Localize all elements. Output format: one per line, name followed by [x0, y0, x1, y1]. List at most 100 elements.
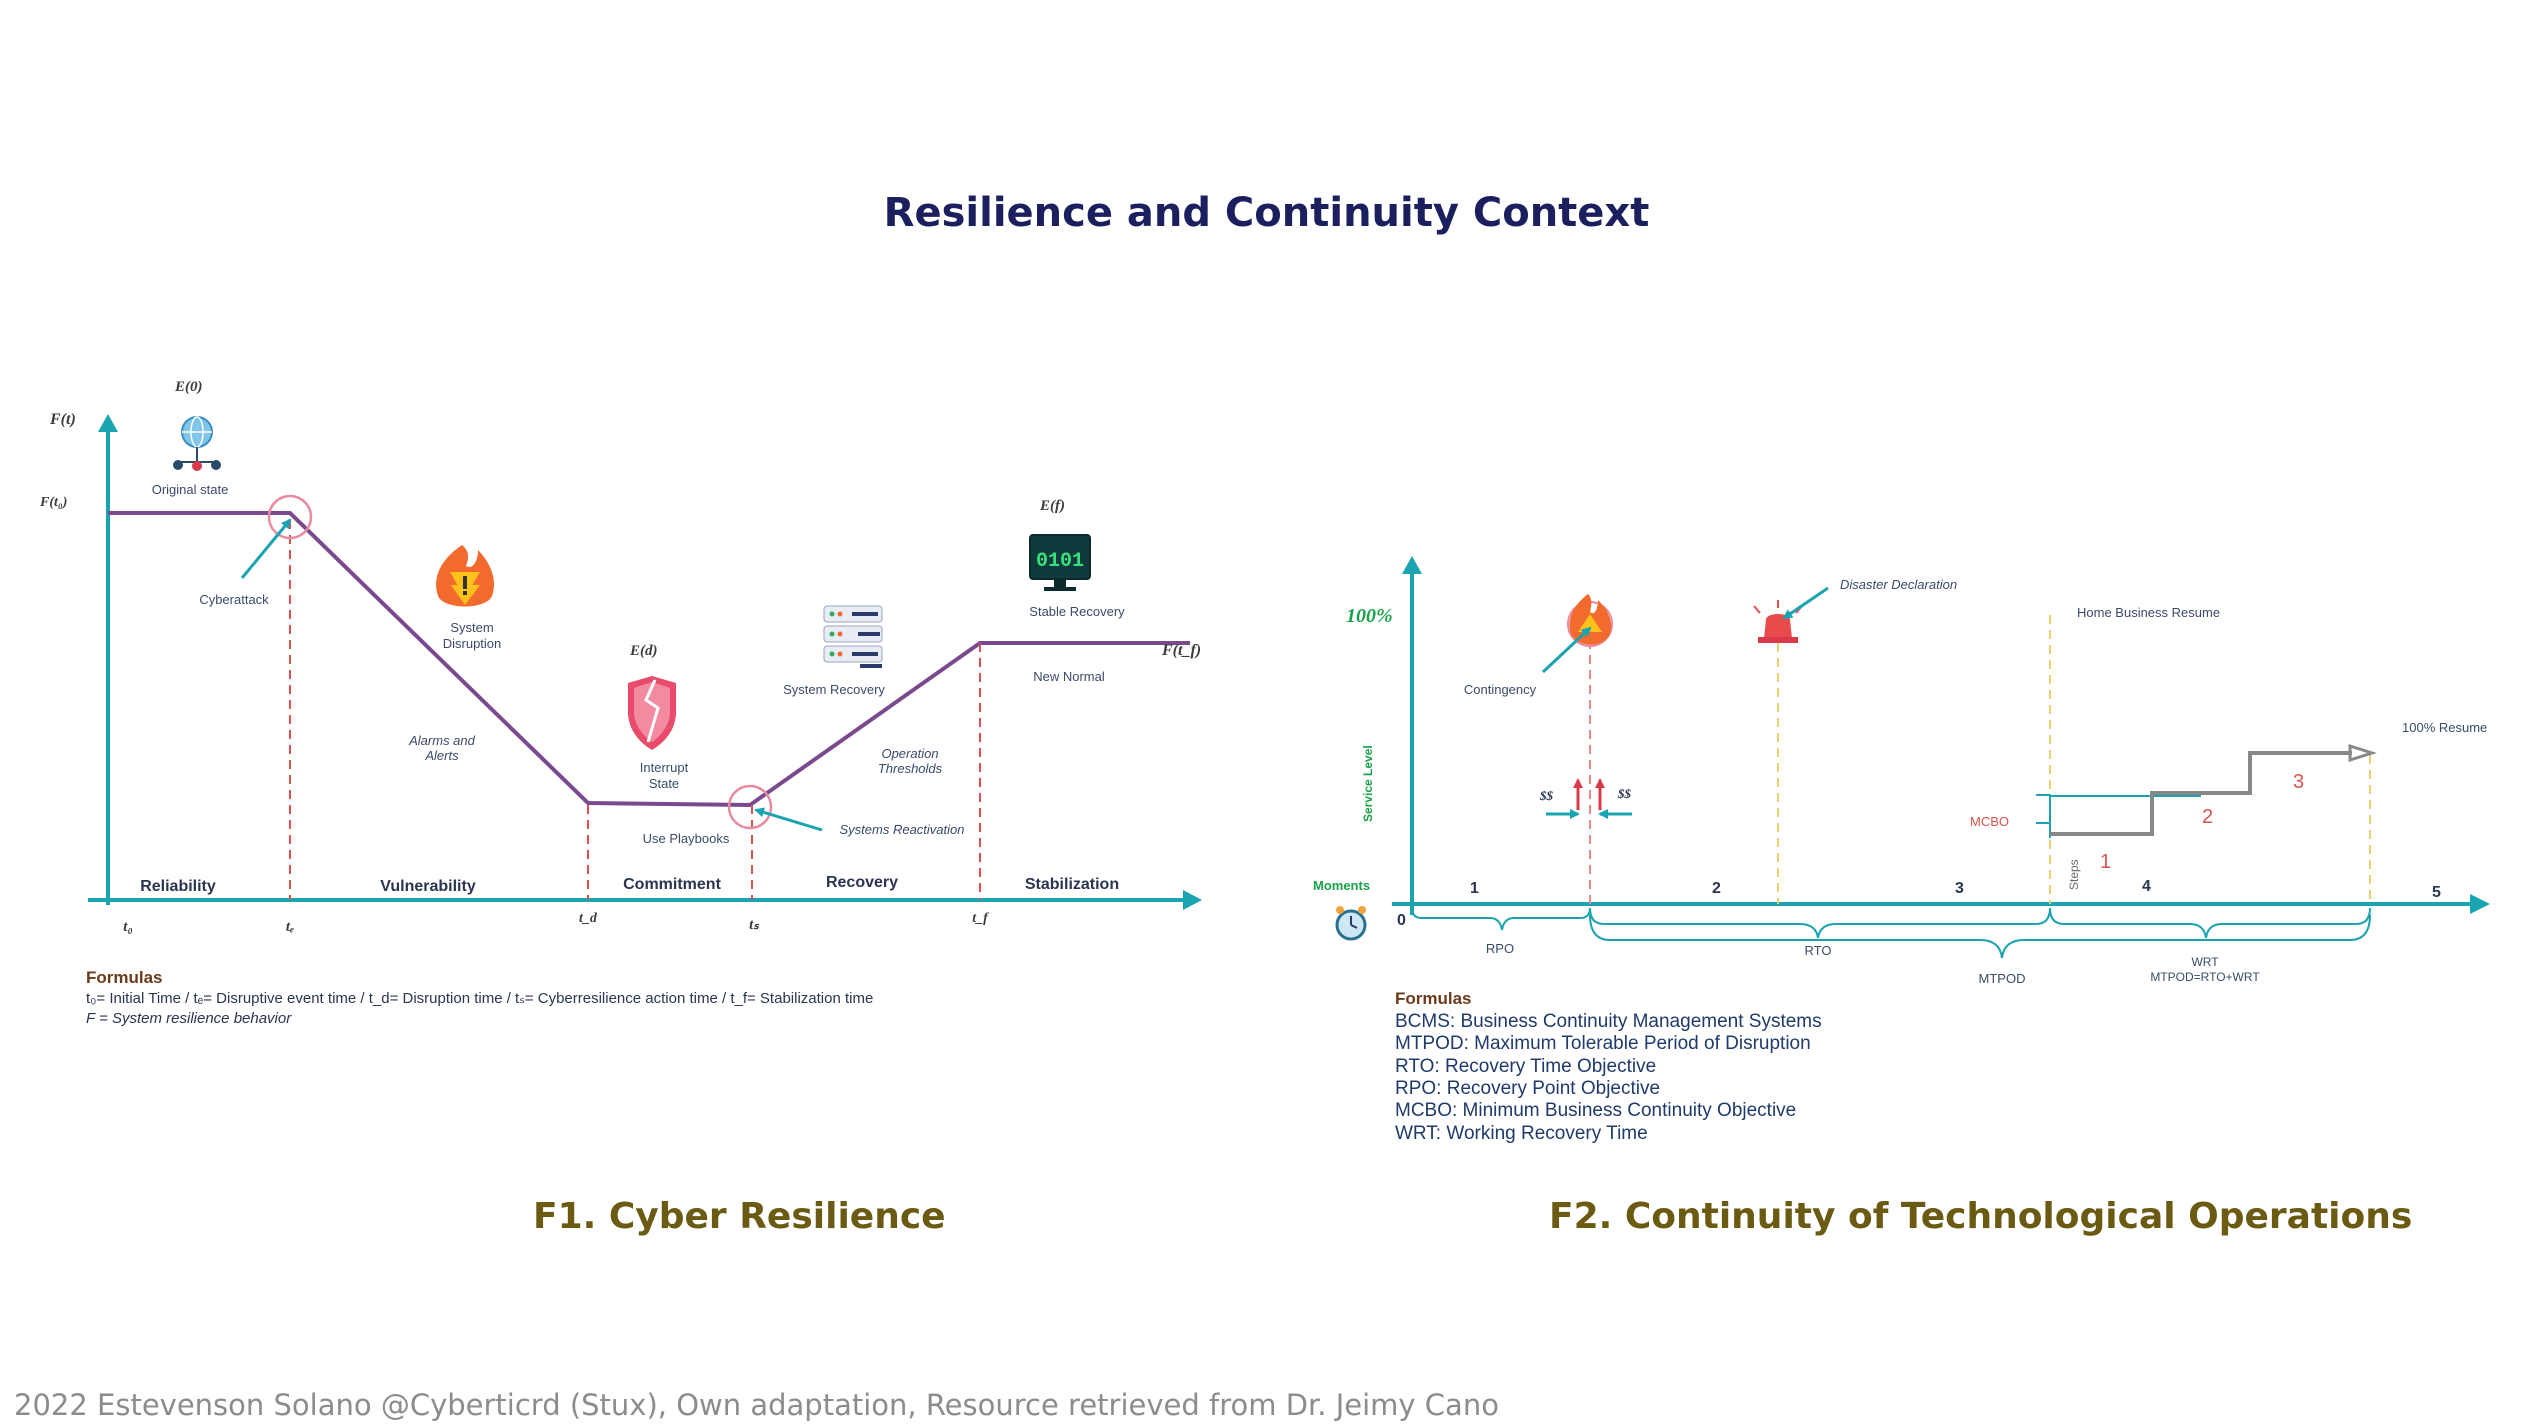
- f2-rto-brace: [1589, 907, 2051, 939]
- broken-shield-icon: [628, 676, 676, 750]
- f1-tick-td: t_d: [579, 911, 598, 926]
- f1-resilience-curve: [108, 511, 1190, 808]
- f1-stable-recovery-label: Stable Recovery: [1029, 604, 1125, 619]
- f2-x-axis-arrow-icon: [2470, 894, 2490, 914]
- f1-caption: F1. Cyber Resilience: [533, 1196, 946, 1237]
- f2-formula-rto: RTO: Recovery Time Objective: [1395, 1056, 1656, 1077]
- f2-moment-5: 5: [2432, 884, 2441, 901]
- f2-wrt-label: WRT: [2191, 955, 2219, 969]
- f2-y-axis-arrow-icon: [1402, 556, 1422, 574]
- f2-wrt-formula-label: MTPOD=RTO+WRT: [2150, 970, 2260, 984]
- credit-footer: 2022 Estevenson Solano @Cyberticrd (Stux…: [14, 1388, 1499, 1422]
- f1-use-playbooks-label: Use Playbooks: [643, 831, 730, 846]
- f1-segment-reliability: Reliability: [140, 878, 216, 895]
- f1-interrupt-state-line1: Interrupt: [640, 760, 689, 775]
- f2-contingency-arrow-icon: [1541, 626, 1592, 674]
- f1-cyberattack-arrow-icon: [240, 518, 292, 579]
- page-title: Resilience and Continuity Context: [883, 190, 1650, 236]
- f1-tick-ts: tₛ: [749, 917, 760, 933]
- f1-cyber-resilience-diagram: F(t) F(t₀) F(t_f) E(0) E(d) E(f): [39, 379, 1202, 1027]
- f2-100-percent-label: 100%: [1346, 605, 1393, 627]
- f2-service-level-label: Service Level: [1361, 745, 1375, 822]
- f1-e0-label: E(0): [174, 379, 203, 395]
- f1-segment-commitment: Commitment: [623, 876, 721, 893]
- globe-network-icon: [173, 416, 221, 471]
- f2-resume-steps: [2050, 751, 2352, 836]
- f1-systems-reactivation-label: Systems Reactivation: [840, 822, 965, 837]
- f1-y-axis-arrow-icon: [98, 414, 118, 432]
- f2-mcbo-label: MCBO: [1970, 814, 2009, 829]
- f2-disaster-arrow-icon: [1782, 586, 1829, 620]
- f2-moment-3: 3: [1955, 880, 1964, 897]
- alarm-siren-icon: [1753, 600, 1803, 643]
- f1-original-state-label: Original state: [152, 482, 229, 497]
- f1-cyberattack-label: Cyberattack: [199, 592, 269, 607]
- f1-segment-recovery: Recovery: [826, 874, 898, 891]
- f1-ed-label: E(d): [629, 643, 658, 659]
- f1-x-axis-arrow-icon: [1183, 890, 1202, 910]
- f1-tick-te: tₑ: [286, 919, 294, 935]
- f1-system-recovery-label: System Recovery: [783, 682, 885, 697]
- f2-continuity-diagram: 100% Service Level Moments 0 Contingency…: [1313, 556, 2490, 1144]
- f1-interrupt-state-line2: State: [649, 776, 679, 791]
- f1-system-disruption-line2: Disruption: [443, 636, 502, 651]
- f1-formula-line1: t₀= Initial Time / tₑ= Disruptive event …: [86, 990, 873, 1007]
- f1-alarms-line1: Alarms and: [408, 733, 476, 748]
- f1-operation-thresholds-line1: Operation: [881, 746, 938, 761]
- f1-segment-vulnerability: Vulnerability: [380, 878, 476, 895]
- f2-money-right: $$: [1617, 786, 1632, 801]
- server-rack-icon: [823, 605, 883, 668]
- f2-moment-2: 2: [1712, 880, 1721, 897]
- f2-mcbo-bracket: [2036, 793, 2201, 838]
- f2-rto-label: RTO: [1805, 943, 1832, 958]
- f2-moments-label: Moments: [1313, 878, 1370, 893]
- f2-contingency-label: Contingency: [1464, 682, 1537, 697]
- f2-home-business-resume-label: Home Business Resume: [2077, 605, 2220, 620]
- f2-resume-arrow-icon: [2348, 743, 2377, 763]
- f1-f-tf-label: F(t_f): [1161, 642, 1201, 659]
- f2-zero-label: 0: [1397, 912, 1406, 929]
- f1-reactivation-arrow-icon: [754, 807, 823, 832]
- f2-formula-wrt: WRT: Working Recovery Time: [1395, 1123, 1648, 1144]
- f2-formulas-title: Formulas: [1395, 989, 1472, 1008]
- f1-operation-thresholds-line2: Thresholds: [878, 761, 943, 776]
- binary-monitor-icon: 0101: [1029, 534, 1091, 591]
- f1-alarms-line2: Alerts: [424, 748, 459, 763]
- f1-reactivation-circle: [727, 784, 773, 830]
- f1-formulas-title: Formulas: [86, 968, 163, 987]
- f2-moment-4: 4: [2142, 878, 2151, 895]
- f2-formula-mtpod: MTPOD: Maximum Tolerable Period of Disru…: [1395, 1033, 1811, 1054]
- f2-rpo-brace: [1411, 907, 1591, 931]
- f1-ef-label: E(f): [1039, 498, 1065, 514]
- f1-y-axis-label: F(t): [49, 411, 76, 428]
- f2-formula-mcbo: MCBO: Minimum Business Continuity Object…: [1395, 1100, 1796, 1121]
- f1-f-t0-label: F(t₀): [39, 495, 67, 510]
- f2-moment-1: 1: [1470, 880, 1479, 897]
- f1-tick-t0: t₀: [123, 919, 132, 935]
- f2-wrt-brace: [2049, 907, 2371, 939]
- alarm-clock-icon: [1335, 906, 1367, 941]
- f1-cyberattack-circle: [267, 494, 313, 540]
- f2-mtpod-brace: [1589, 914, 2371, 959]
- svg-text:0101: 0101: [1036, 550, 1084, 573]
- fire-icon: [1567, 594, 1613, 647]
- f2-step-2: 2: [2202, 806, 2213, 828]
- f2-mtpod-label: MTPOD: [1979, 971, 2026, 986]
- f2-disaster-declaration-label: Disaster Declaration: [1840, 577, 1957, 592]
- f2-caption: F2. Continuity of Technological Operatio…: [1549, 1196, 2413, 1237]
- f1-system-disruption-line1: System: [450, 620, 493, 635]
- f2-rpo-label: RPO: [1486, 941, 1514, 956]
- f1-tick-tf: t_f: [972, 911, 989, 926]
- f2-formula-bcms: BCMS: Business Continuity Management Sys…: [1395, 1011, 1822, 1032]
- f2-resume-100-label: 100% Resume: [2402, 720, 2487, 735]
- f1-segment-stabilization: Stabilization: [1025, 876, 1119, 893]
- f1-new-normal-label: New Normal: [1033, 669, 1105, 684]
- f1-formula-line2: F = System resilience behavior: [86, 1010, 292, 1027]
- f2-step-3: 3: [2293, 771, 2304, 793]
- f2-step-1: 1: [2100, 851, 2111, 873]
- f2-money-left: $$: [1539, 788, 1554, 803]
- f2-formula-rpo: RPO: Recovery Point Objective: [1395, 1078, 1660, 1099]
- warning-fire-icon: [436, 545, 495, 607]
- f2-steps-label: Steps: [2067, 859, 2081, 890]
